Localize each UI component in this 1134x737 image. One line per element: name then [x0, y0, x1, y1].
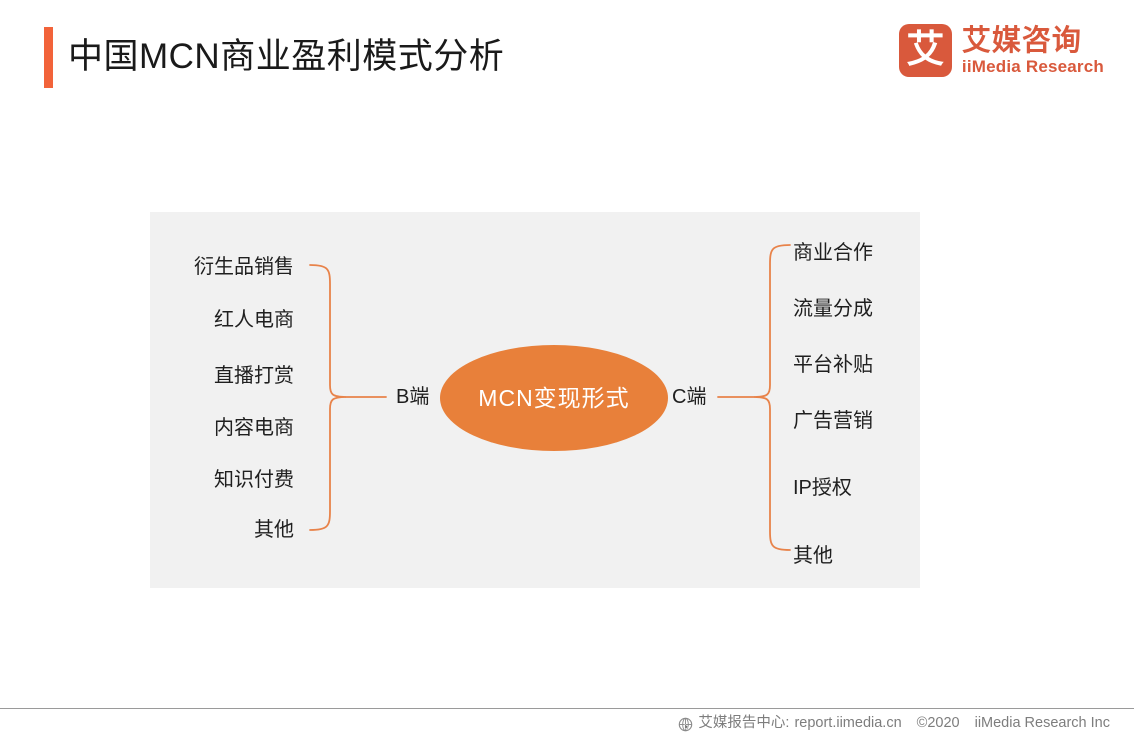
right-side-tag: C端	[672, 386, 707, 408]
footer: 艾媒报告中心: report.iimedia.cn ©2020 iiMedia …	[678, 712, 1110, 734]
left-side-tag: B端	[396, 386, 430, 408]
footer-url: report.iimedia.cn	[794, 715, 902, 731]
logo-name-cn: 艾媒咨询	[961, 24, 1082, 57]
right-item-5: 其他	[793, 545, 833, 567]
center-node-label: MCN变现形式	[478, 385, 630, 411]
left-item-0: 衍生品销售	[194, 256, 294, 278]
left-item-3: 内容电商	[214, 417, 294, 439]
logo-mark-icon: 艾	[898, 24, 952, 77]
left-brace-icon	[309, 264, 347, 531]
page-title: 中国MCN商业盈利模式分析	[68, 37, 505, 76]
left-item-2: 直播打赏	[214, 365, 294, 387]
brace-connectors	[309, 244, 791, 551]
footer-divider	[0, 708, 1134, 709]
right-item-2: 平台补贴	[793, 354, 873, 376]
globe-icon	[679, 717, 693, 731]
diagram-panel: 衍生品销售 红人电商 直播打赏 内容电商 知识付费 其他 B端 MCN变现形式 …	[150, 212, 920, 588]
right-brace-icon	[753, 244, 791, 551]
logo-text: 艾媒咨询 iiMedia Research	[962, 25, 1104, 77]
footer-copyright: ©2020	[916, 715, 960, 731]
right-item-4: IP授权	[793, 477, 852, 499]
left-item-4: 知识付费	[214, 469, 294, 491]
center-node: MCN变现形式	[440, 345, 668, 451]
right-item-3: 广告营销	[793, 410, 873, 432]
footer-source-label: 艾媒报告中心:	[698, 715, 790, 731]
left-item-1: 红人电商	[214, 309, 294, 331]
footer-company: iiMedia Research Inc	[974, 715, 1110, 731]
logo-name-en: iiMedia Research	[961, 56, 1104, 76]
title-accent-bar	[44, 27, 53, 88]
brand-logo: 艾 艾媒咨询 iiMedia Research	[898, 24, 1104, 77]
page-header: 中国MCN商业盈利模式分析 艾 艾媒咨询 iiMedia Research	[0, 0, 1134, 110]
right-item-0: 商业合作	[793, 242, 873, 264]
right-item-1: 流量分成	[793, 298, 873, 320]
left-item-5: 其他	[254, 519, 294, 541]
